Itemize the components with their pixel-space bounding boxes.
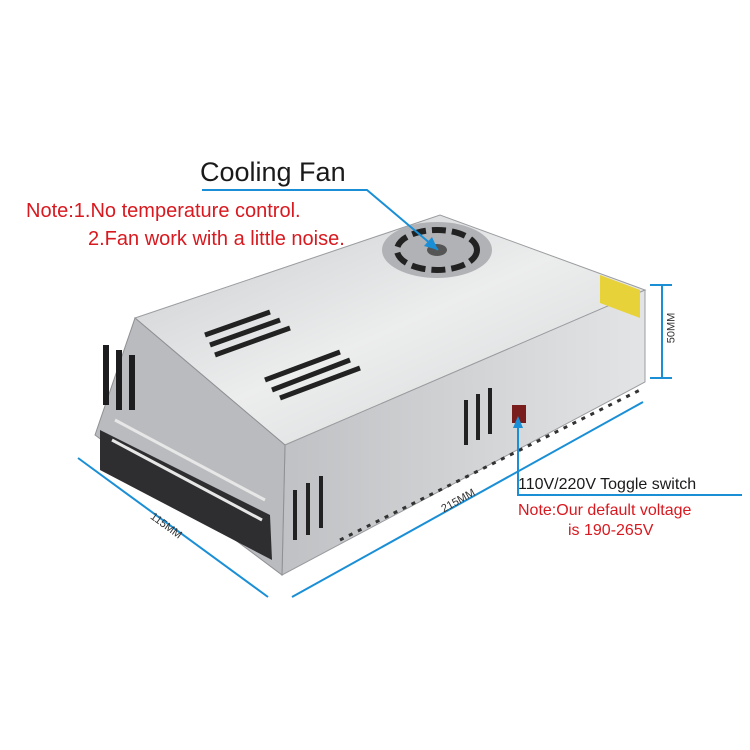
power-supply-case	[94, 214, 647, 576]
toggle-switch-label: 110V/220V Toggle switch	[518, 476, 697, 493]
height-dimension: 50MM	[665, 312, 678, 344]
annotation-lines	[77, 189, 742, 598]
cooling-fan-label: Cooling Fan	[200, 157, 346, 187]
voltage-note-line1: Note:Our default voltage	[518, 502, 692, 519]
fan-note-line1: Note:1.No temperature control.	[26, 200, 301, 222]
front-vents	[293, 388, 492, 540]
voltage-note-line2: is 190-265V	[568, 522, 654, 539]
fan-note-line2: 2.Fan work with a little noise.	[88, 228, 345, 250]
warning-label	[600, 275, 640, 318]
toggle-switch	[512, 405, 526, 423]
top-vents	[204, 309, 361, 401]
